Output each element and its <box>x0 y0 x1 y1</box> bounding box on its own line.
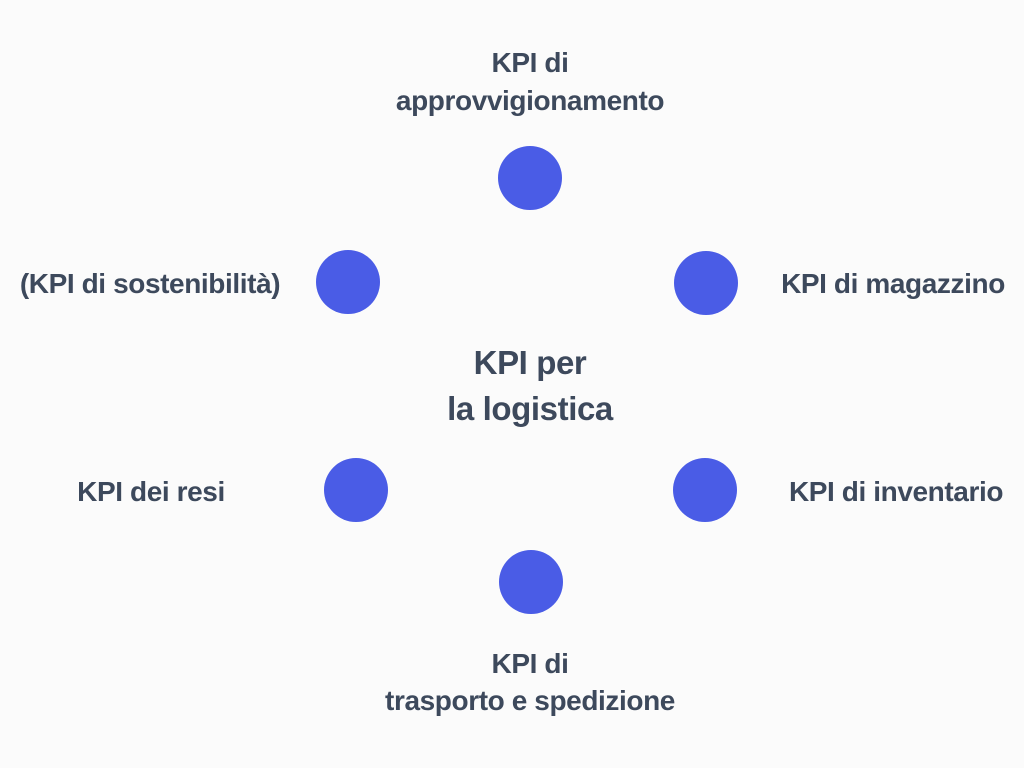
blue-dot-icon <box>498 146 562 210</box>
blue-dot-icon <box>673 458 737 522</box>
node-label-magazzino: KPI di magazzino <box>781 268 1005 299</box>
blue-dot-icon <box>499 550 563 614</box>
blue-dot-icon <box>316 250 380 314</box>
diagram-title: KPI per la logistica <box>447 344 613 427</box>
node-label-inventario: KPI di inventario <box>788 476 1004 507</box>
blue-dot-icon <box>674 251 738 315</box>
node-label-resi: KPI dei resi <box>77 476 225 507</box>
blue-dot-icon <box>324 458 388 522</box>
node-label-trasporto-spedizione: KPI di trasporto e spedizione <box>385 648 675 716</box>
node-label-sostenibilita: (KPI di sostenibilità) <box>19 268 281 299</box>
node-label-approvvigionamento: KPI di approvvigionamento <box>395 47 665 116</box>
